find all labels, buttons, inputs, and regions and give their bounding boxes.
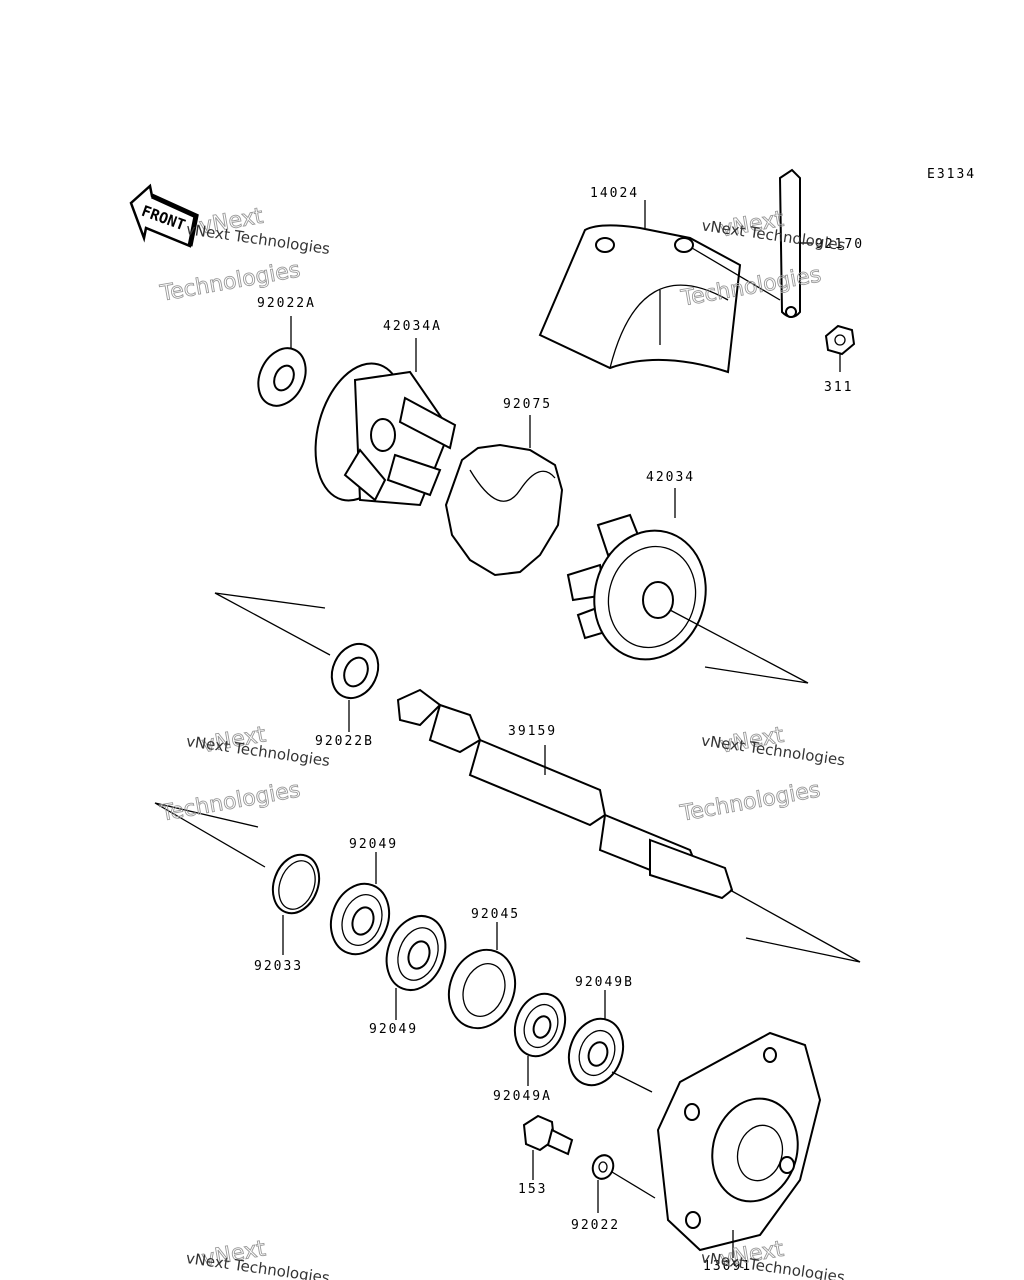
part-92049-bearing-top — [329, 852, 391, 956]
part-92045-bearing — [447, 922, 517, 1030]
label-92045: 92045 — [471, 907, 520, 922]
diagram-code: E3134 — [927, 167, 976, 182]
label-13091: 13091 — [703, 1259, 752, 1274]
part-92170-strap — [778, 168, 812, 318]
axis-guide-upper-left — [214, 592, 331, 656]
part-14024-cover — [538, 200, 781, 374]
part-13091-housing — [656, 1031, 822, 1258]
part-311-nut — [824, 324, 856, 372]
watermark-middle-left: vNext vNext Technologies Technologies — [157, 722, 331, 827]
label-92049B: 92049B — [575, 975, 634, 990]
svg-text:Technologies: Technologies — [158, 777, 303, 826]
part-92075-damper — [444, 415, 564, 577]
label-92022: 92022 — [571, 1218, 620, 1233]
label-14024: 14024 — [590, 186, 639, 201]
part-42034-coupling — [566, 488, 707, 661]
label-92049-top: 92049 — [349, 837, 398, 852]
part-92022A-washer — [257, 316, 307, 407]
watermark-bottom-left: vNext vNext Technologies — [185, 1236, 331, 1280]
part-42034A-coupling — [314, 338, 457, 507]
svg-text:Technologies: Technologies — [678, 777, 823, 826]
label-92170: 92170 — [815, 237, 864, 252]
label-92033: 92033 — [254, 959, 303, 974]
part-92022B-washer — [330, 642, 380, 732]
axis-guide-middle-right — [729, 889, 861, 963]
watermark-middle-right: vNext vNext Technologies Technologies — [677, 722, 846, 827]
label-42034: 42034 — [646, 470, 695, 485]
label-39159: 39159 — [508, 724, 557, 739]
part-39159-shaft — [396, 688, 734, 900]
label-311: 311 — [824, 380, 853, 395]
axis-guide-middle-left — [154, 802, 266, 868]
front-arrow-icon: FRONT — [129, 183, 199, 248]
label-92049A: 92049A — [493, 1089, 552, 1104]
label-92075: 92075 — [503, 397, 552, 412]
label-42034A: 42034A — [383, 319, 442, 334]
part-92049A-bearing — [513, 992, 567, 1086]
axis-guide-upper-right — [669, 609, 809, 684]
part-92033-circlip — [271, 853, 321, 955]
label-153: 153 — [518, 1182, 547, 1197]
part-153-bolt — [522, 1114, 574, 1180]
label-92022A: 92022A — [257, 296, 316, 311]
label-92022B: 92022B — [315, 734, 374, 749]
part-92022-washer — [591, 1154, 656, 1213]
part-92049B-bearing — [567, 990, 653, 1093]
part-92049-bearing-bottom — [385, 915, 447, 1020]
label-92049-bottom: 92049 — [369, 1022, 418, 1037]
